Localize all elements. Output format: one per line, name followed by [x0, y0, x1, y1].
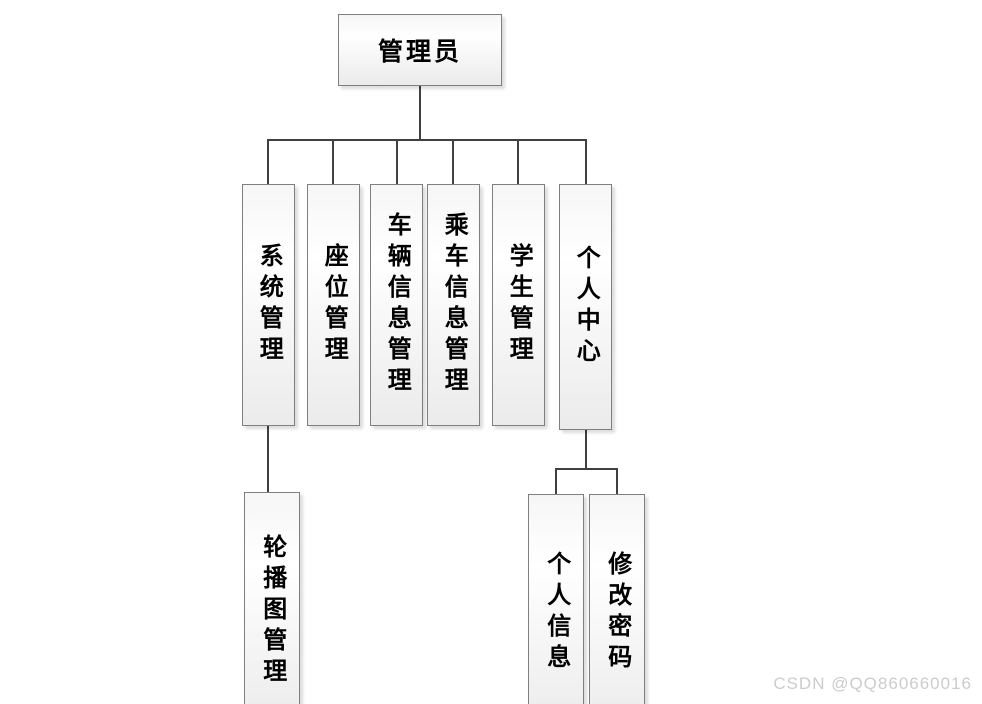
connector-drop-change-password [616, 468, 618, 494]
node-personal-center: 个人中心 [559, 184, 612, 430]
node-seat-management-label: 座位管理 [320, 243, 348, 367]
node-admin: 管理员 [338, 14, 502, 86]
node-personal-info-label: 个人信息 [542, 551, 570, 675]
connector-personal-trunk [585, 429, 587, 470]
node-ride-info-management-label: 乘车信息管理 [440, 212, 468, 398]
connector-system-carousel [267, 426, 269, 492]
node-personal-info: 个人信息 [528, 494, 584, 704]
node-carousel-management-label: 轮播图管理 [258, 533, 286, 689]
node-student-management-label: 学生管理 [505, 243, 533, 367]
node-system-management-label: 系统管理 [255, 243, 283, 367]
node-vehicle-info-management-label: 车辆信息管理 [383, 212, 411, 398]
node-change-password: 修改密码 [589, 494, 645, 704]
node-personal-center-label: 个人中心 [572, 245, 600, 369]
connector-stub-personal [585, 139, 587, 185]
connector-main-horizontal [267, 139, 587, 141]
connector-root-trunk [419, 86, 421, 140]
node-student-management: 学生管理 [492, 184, 545, 426]
node-system-management: 系统管理 [242, 184, 295, 426]
node-seat-management: 座位管理 [307, 184, 360, 426]
connector-stub-ride [452, 139, 454, 185]
node-ride-info-management: 乘车信息管理 [427, 184, 480, 426]
connector-personal-horizontal [555, 468, 618, 470]
watermark: CSDN @QQ860660016 [773, 674, 972, 693]
connector-stub-vehicle [396, 139, 398, 185]
connector-stub-seat [332, 139, 334, 185]
node-vehicle-info-management: 车辆信息管理 [370, 184, 423, 426]
connector-stub-student [517, 139, 519, 185]
node-admin-label: 管理员 [377, 38, 462, 66]
node-carousel-management: 轮播图管理 [244, 492, 300, 704]
connector-stub-system [267, 139, 269, 185]
connector-drop-personal-info [555, 468, 557, 494]
node-change-password-label: 修改密码 [603, 551, 631, 675]
